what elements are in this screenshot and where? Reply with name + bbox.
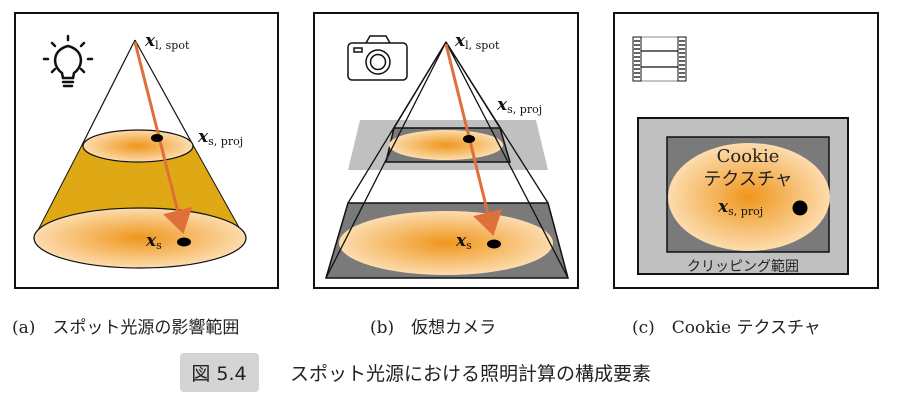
label-x-light-b: xl, spot xyxy=(454,31,500,52)
texture-label: テクスチャ xyxy=(703,169,792,190)
label-x-surface-b: xs xyxy=(455,231,472,252)
figure-number: 図 5.4 xyxy=(191,363,246,385)
clipping-range-label: クリッピング範囲 xyxy=(687,258,799,275)
label-x-proj: xs, proj xyxy=(197,127,243,148)
caption-c: (c) Cookie テクスチャ xyxy=(632,318,821,338)
near-spot-ellipse xyxy=(82,129,194,163)
lightbulb-icon xyxy=(42,34,94,88)
panel-b: xl, spot xs, proj xs xyxy=(313,12,579,289)
far-spot-ellipse xyxy=(33,207,247,269)
label-x-light: xl, spot xyxy=(144,31,190,52)
figure-title: スポット光源における照明計算の構成要素 xyxy=(290,363,651,385)
frustum-edges xyxy=(325,41,569,279)
cookie-spot-ellipse xyxy=(668,143,830,251)
label-x-proj-c: xs, proj xyxy=(717,197,763,218)
caption-b: (b) 仮想カメラ xyxy=(370,318,496,338)
proj-point-c xyxy=(792,200,808,216)
proj-point xyxy=(151,134,163,142)
surface-point xyxy=(177,237,191,247)
far-spot-ellipse-b xyxy=(339,211,553,275)
surface-point-b xyxy=(487,239,501,249)
proj-point-b xyxy=(463,135,475,143)
figure-number-badge xyxy=(180,353,259,392)
label-x-surface: xs xyxy=(145,231,162,252)
film-icon xyxy=(632,36,687,82)
cookie-label: Cookie xyxy=(717,146,780,167)
near-spot-ellipse-b xyxy=(389,130,503,160)
panel-c: Cookie テクスチャ xs, proj クリッピング範囲 xyxy=(613,12,879,289)
panel-a: xl, spot xs, proj xs xyxy=(14,12,279,289)
figure-caption: 図 5.4 スポット光源における照明計算の構成要素 xyxy=(180,353,651,392)
camera-icon xyxy=(347,35,408,81)
label-x-proj-b: xs, proj xyxy=(496,95,542,116)
caption-a: (a) スポット光源の影響範囲 xyxy=(12,318,239,338)
